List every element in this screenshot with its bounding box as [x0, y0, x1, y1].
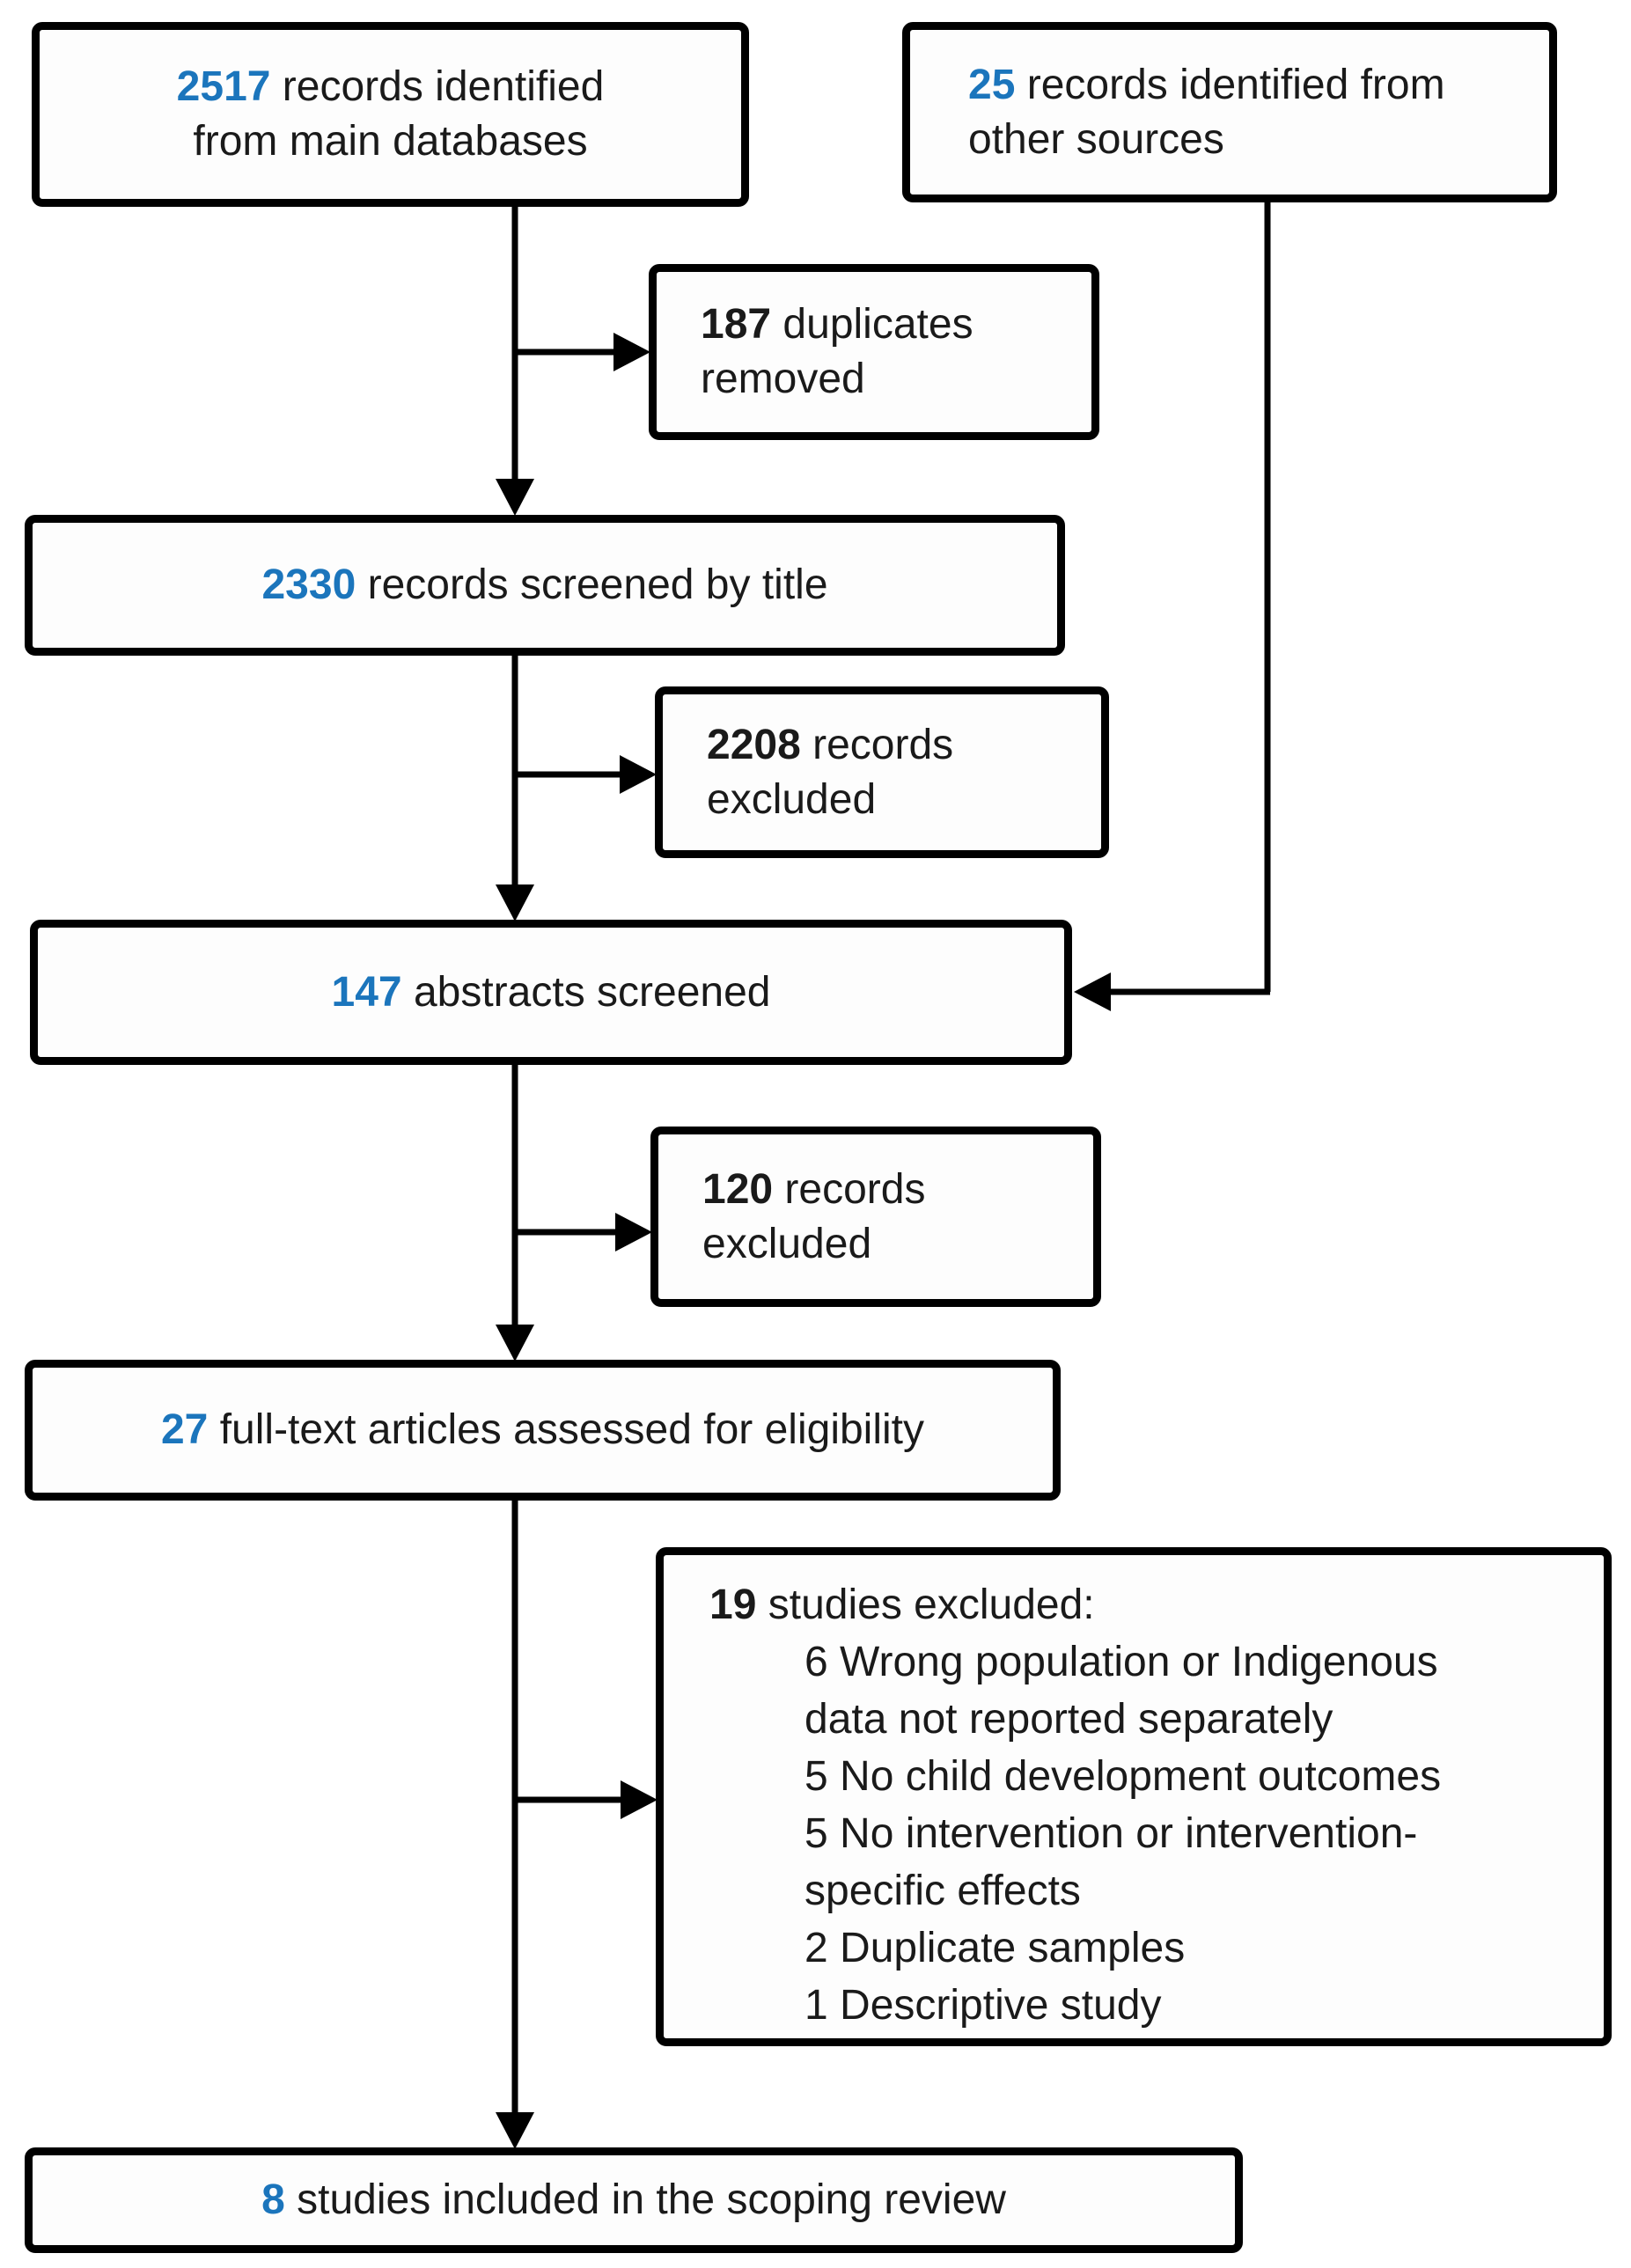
box-fulltext-assessed: 27 full-text articles assessed for eligi…	[25, 1360, 1061, 1501]
label-identified-main-line1: records identified	[270, 63, 605, 110]
box-studies-excluded: 19 studies excluded: 6 Wrong population …	[656, 1547, 1612, 2046]
box-records-screened-title: 2330 records screened by title	[25, 515, 1065, 656]
label-excluded-title-line1: records	[800, 721, 954, 768]
box-duplicates-removed: 187 duplicates removed	[649, 264, 1099, 440]
exclusion-reason-line: 5 No intervention or intervention-	[804, 1810, 1418, 1857]
label-duplicates-line1: duplicates	[771, 301, 973, 348]
box-line: 2208 records	[707, 718, 1101, 773]
label-studies-excluded: studies excluded:	[756, 1582, 1095, 1628]
count-excluded-abstract: 120	[702, 1165, 774, 1213]
exclusion-reason-line: 6 Wrong population or Indigenous	[804, 1639, 1438, 1685]
box-line: 2330 records screened by title	[261, 558, 827, 613]
label-identified-other-line2: other sources	[968, 115, 1224, 163]
count-identified-main: 2517	[176, 63, 271, 110]
box-abstracts-screened: 147 abstracts screened	[30, 920, 1072, 1065]
box-line: 25 records identified from	[968, 58, 1549, 113]
label-fulltext-assessed: full-text articles assessed for eligibil…	[208, 1406, 925, 1453]
box-records-excluded-abstract: 120 records excluded	[650, 1127, 1101, 1307]
exclusion-reason-line: data not reported separately	[804, 1696, 1333, 1743]
box-records-identified-other: 25 records identified from other sources	[902, 22, 1557, 202]
exclusion-title: 19 studies excluded:	[709, 1576, 1577, 1633]
label-excluded-title-line2: excluded	[707, 775, 877, 823]
label-duplicates-line2: removed	[701, 356, 865, 402]
box-studies-included: 8 studies included in the scoping review	[25, 2147, 1243, 2253]
box-line: 187 duplicates	[701, 297, 1091, 352]
box-records-excluded-title: 2208 records excluded	[655, 686, 1109, 858]
box-line: 147 abstracts screened	[332, 965, 771, 1020]
label-excluded-abstract-line1: records	[773, 1165, 926, 1213]
count-duplicates-removed: 187	[701, 301, 772, 348]
exclusion-reasons: 6 Wrong population or Indigenous data no…	[804, 1633, 1577, 2034]
arrowhead-right-studies-excluded	[621, 1780, 658, 1819]
box-line: 120 records	[702, 1163, 1093, 1217]
arrowhead-down-1	[496, 479, 534, 516]
label-identified-other-line1: records identified from	[1015, 61, 1445, 108]
count-fulltext-assessed: 27	[160, 1406, 209, 1453]
arrowhead-down-3	[496, 1325, 534, 1362]
count-excluded-title: 2208	[707, 721, 801, 768]
count-abstracts-screened: 147	[331, 968, 402, 1016]
count-screened-title: 2330	[261, 561, 356, 608]
label-screened-title: records screened by title	[356, 561, 828, 608]
label-studies-included: studies included in the scoping review	[284, 2176, 1006, 2223]
arrowhead-down-2	[496, 884, 534, 921]
arrowhead-right-excluded-title	[620, 755, 657, 794]
arrowhead-right-excluded-abstract	[615, 1213, 652, 1251]
label-excluded-abstract-line2: excluded	[702, 1220, 872, 1267]
count-identified-other: 25	[968, 61, 1016, 108]
box-line: 8 studies included in the scoping review	[261, 2173, 1006, 2228]
exclusion-reason-line: 5 No child development outcomes	[804, 1753, 1442, 1800]
exclusion-reason-line: 2 Duplicate samples	[804, 1925, 1186, 1971]
arrowhead-right-duplicates	[613, 333, 650, 371]
count-studies-excluded: 19	[709, 1582, 757, 1628]
label-abstracts-screened: abstracts screened	[401, 968, 771, 1016]
box-records-identified-main: 2517 records identified from main databa…	[32, 22, 749, 207]
arrowhead-left-abstracts	[1074, 973, 1111, 1011]
arrowhead-down-4	[496, 2112, 534, 2149]
count-studies-included: 8	[261, 2176, 285, 2223]
exclusion-reason-line: 1 Descriptive study	[804, 1982, 1162, 2029]
label-identified-main-line2: from main databases	[193, 118, 588, 165]
box-line: 2517 records identified	[177, 60, 605, 114]
box-line: 27 full-text articles assessed for eligi…	[161, 1403, 924, 1457]
exclusion-reason-line: specific effects	[804, 1868, 1081, 1914]
